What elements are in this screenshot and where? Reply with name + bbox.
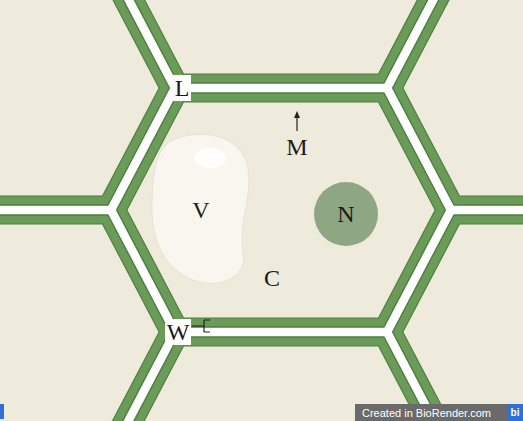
cytoplasm: [127, 102, 435, 318]
wall-bracket: [192, 320, 210, 332]
vacuole-body: [152, 134, 249, 283]
part-letter: V: [192, 198, 209, 222]
vacuole: V: [148, 128, 254, 288]
nucleus-body: [314, 182, 378, 246]
part-letter: W: [165, 319, 192, 345]
watermark: Created in BioRender.com: [362, 408, 491, 419]
cytoplasm: [0, 0, 159, 196]
plant-cell: [393, 0, 523, 205]
plant-cell: [117, 93, 446, 327]
part-letter: M: [286, 135, 307, 159]
cell-cytoplasm: C V N: [140, 108, 422, 313]
watermark-bar: [355, 404, 523, 421]
part-letter: N: [337, 202, 354, 226]
part-letter: L: [173, 75, 192, 101]
leader-line: [296, 117, 297, 131]
cell-wall: [117, 93, 446, 327]
vacuole-highlight: [194, 148, 226, 168]
cell-wall: [117, 0, 446, 83]
cytoplasm: [403, 224, 523, 421]
cytoplasm: [127, 0, 435, 74]
watermark-logo: [508, 404, 523, 421]
cytoplasm: [403, 0, 523, 196]
cell-wall: [393, 215, 523, 421]
nucleus: N: [313, 181, 379, 247]
cytoplasm: [0, 224, 159, 421]
edge-mark: [0, 404, 4, 419]
part-letter: C: [264, 266, 280, 290]
cell-wall: [393, 0, 523, 205]
plant-cell: [117, 0, 446, 83]
plant-cell: [393, 215, 523, 421]
arrow-head: [294, 111, 300, 118]
watermark-logo-text: bi: [511, 408, 520, 418]
